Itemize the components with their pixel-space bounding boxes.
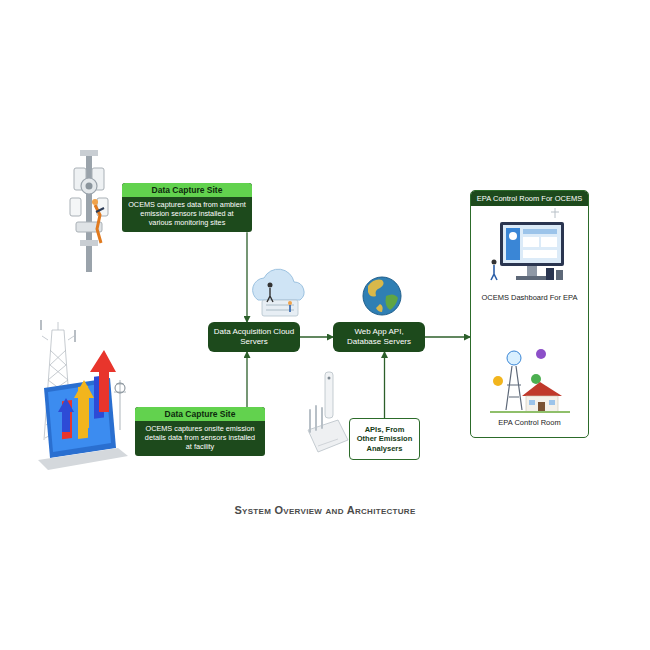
globe-icon-part	[376, 304, 383, 312]
antenna-tower-part	[81, 178, 97, 194]
analyser-device	[308, 372, 348, 452]
dashboard-illustration-part	[546, 268, 554, 280]
box-heading: Data Capture Site	[122, 183, 252, 197]
control-room-panel: EPA Control Room For OCEMS OCEMS Dashboar…	[470, 190, 589, 438]
cloud-icon-part	[288, 301, 292, 305]
antenna-tower	[70, 150, 108, 272]
facility-illustration-part	[90, 350, 116, 412]
caption: System Overview and Architecture	[0, 504, 650, 516]
cloud-icon-part	[253, 269, 304, 300]
flow-arrow	[246, 352, 247, 407]
data-capture-box: Data Capture SiteOCEMS captures data fro…	[122, 183, 252, 232]
control-room-label: EPA Control Room	[471, 418, 588, 427]
box-text: APIs, From Other Emission Analysers	[354, 425, 415, 453]
antenna-tower-part	[96, 208, 104, 212]
facility-illustration-part-part	[114, 380, 126, 430]
box-text: OCEMS captures onsite emission details d…	[135, 421, 265, 456]
facility-illustration-part	[74, 380, 94, 428]
cloud-icon	[253, 269, 304, 316]
flow-arrow	[300, 336, 333, 337]
dashboard-illustration-part	[509, 232, 517, 240]
dashboard-illustration-part	[556, 270, 563, 280]
globe-icon-part	[363, 277, 401, 315]
globe-icon-part	[363, 277, 401, 315]
facility-illustration-part	[58, 398, 74, 432]
flow-arrow	[246, 232, 247, 322]
dashboard-illustration-part	[541, 237, 557, 247]
facility-illustration	[38, 320, 128, 470]
antenna-tower-part	[80, 150, 98, 156]
facility-illustration-part	[114, 380, 126, 430]
cloud-icon-part	[267, 288, 273, 302]
cloud-icon-part	[262, 300, 298, 316]
globe-icon-part	[368, 280, 384, 297]
dashboard-illustration-part	[523, 250, 557, 258]
antenna-tower-part	[92, 199, 98, 205]
dashboard-label: OCEMS Dashboard For EPA	[471, 293, 588, 302]
dashboard-illustration-part	[500, 222, 564, 266]
dashboard-illustration-part	[516, 276, 548, 280]
facility-illustration-part	[40, 320, 42, 330]
analyser-device-part	[328, 377, 331, 380]
globe-icon-part	[386, 294, 399, 310]
dashboard-illustration-part	[506, 228, 520, 260]
flow-arrow	[384, 352, 385, 418]
facility-illustration-part	[115, 383, 125, 393]
box-text: EPA Control Room For OCEMS	[471, 191, 588, 206]
dashboard-illustration	[491, 208, 564, 280]
analyser-device-part	[318, 439, 338, 446]
control-room-illustration-part	[493, 376, 503, 386]
dashboard-illustration-part	[491, 265, 497, 280]
antenna-tower-part	[86, 183, 93, 190]
analyser-device-part	[325, 372, 333, 418]
facility-illustration-part-part	[42, 322, 74, 340]
control-room-illustration-part	[538, 402, 545, 412]
antenna-tower-part	[80, 240, 98, 246]
box-text: Web App API, Database Servers	[338, 327, 420, 346]
analyser-device-part	[308, 420, 348, 452]
dashboard-illustration-part	[523, 229, 557, 234]
cloud-icon-part	[268, 283, 273, 288]
dashboard-illustration-part	[527, 266, 537, 276]
control-room-illustration	[490, 349, 570, 413]
control-room-illustration-part	[536, 349, 546, 359]
control-room-illustration-part	[526, 396, 558, 412]
antenna-tower-part	[86, 150, 92, 272]
box-text: OCEMS captures data from ambient emissio…	[122, 197, 252, 232]
dashboard-illustration-part	[492, 260, 497, 265]
facility-illustration-part	[38, 448, 128, 470]
facility-illustration-part	[74, 330, 76, 342]
server-box: Web App API, Database Servers	[333, 322, 425, 352]
dashboard-illustration-part	[503, 225, 561, 263]
box-text: EPA Control Room	[471, 418, 588, 427]
box-text: OCEMS Dashboard For EPA	[471, 293, 588, 302]
cloud-icon-part	[289, 305, 291, 312]
data-capture-box: Data Capture SiteOCEMS captures onsite e…	[135, 407, 265, 456]
control-room-illustration-part	[490, 411, 570, 413]
control-room-illustration-part	[529, 400, 535, 405]
globe-icon	[363, 277, 401, 315]
antenna-tower-part	[70, 198, 81, 216]
box-heading: Data Capture Site	[135, 407, 265, 421]
control-room-illustration-part	[507, 351, 521, 365]
control-room-illustration-part	[506, 366, 522, 410]
box-text: Data Acquisition Cloud Servers	[213, 327, 295, 346]
dashboard-illustration-part	[551, 208, 559, 218]
control-room-illustration-part	[549, 400, 555, 405]
api-box: APIs, From Other Emission Analysers	[349, 418, 420, 460]
analyser-device-part	[310, 406, 322, 432]
flow-arrow	[425, 336, 470, 337]
server-box: Data Acquisition Cloud Servers	[208, 322, 300, 352]
control-room-illustration-part	[522, 382, 562, 396]
dashboard-illustration-part	[523, 237, 539, 247]
